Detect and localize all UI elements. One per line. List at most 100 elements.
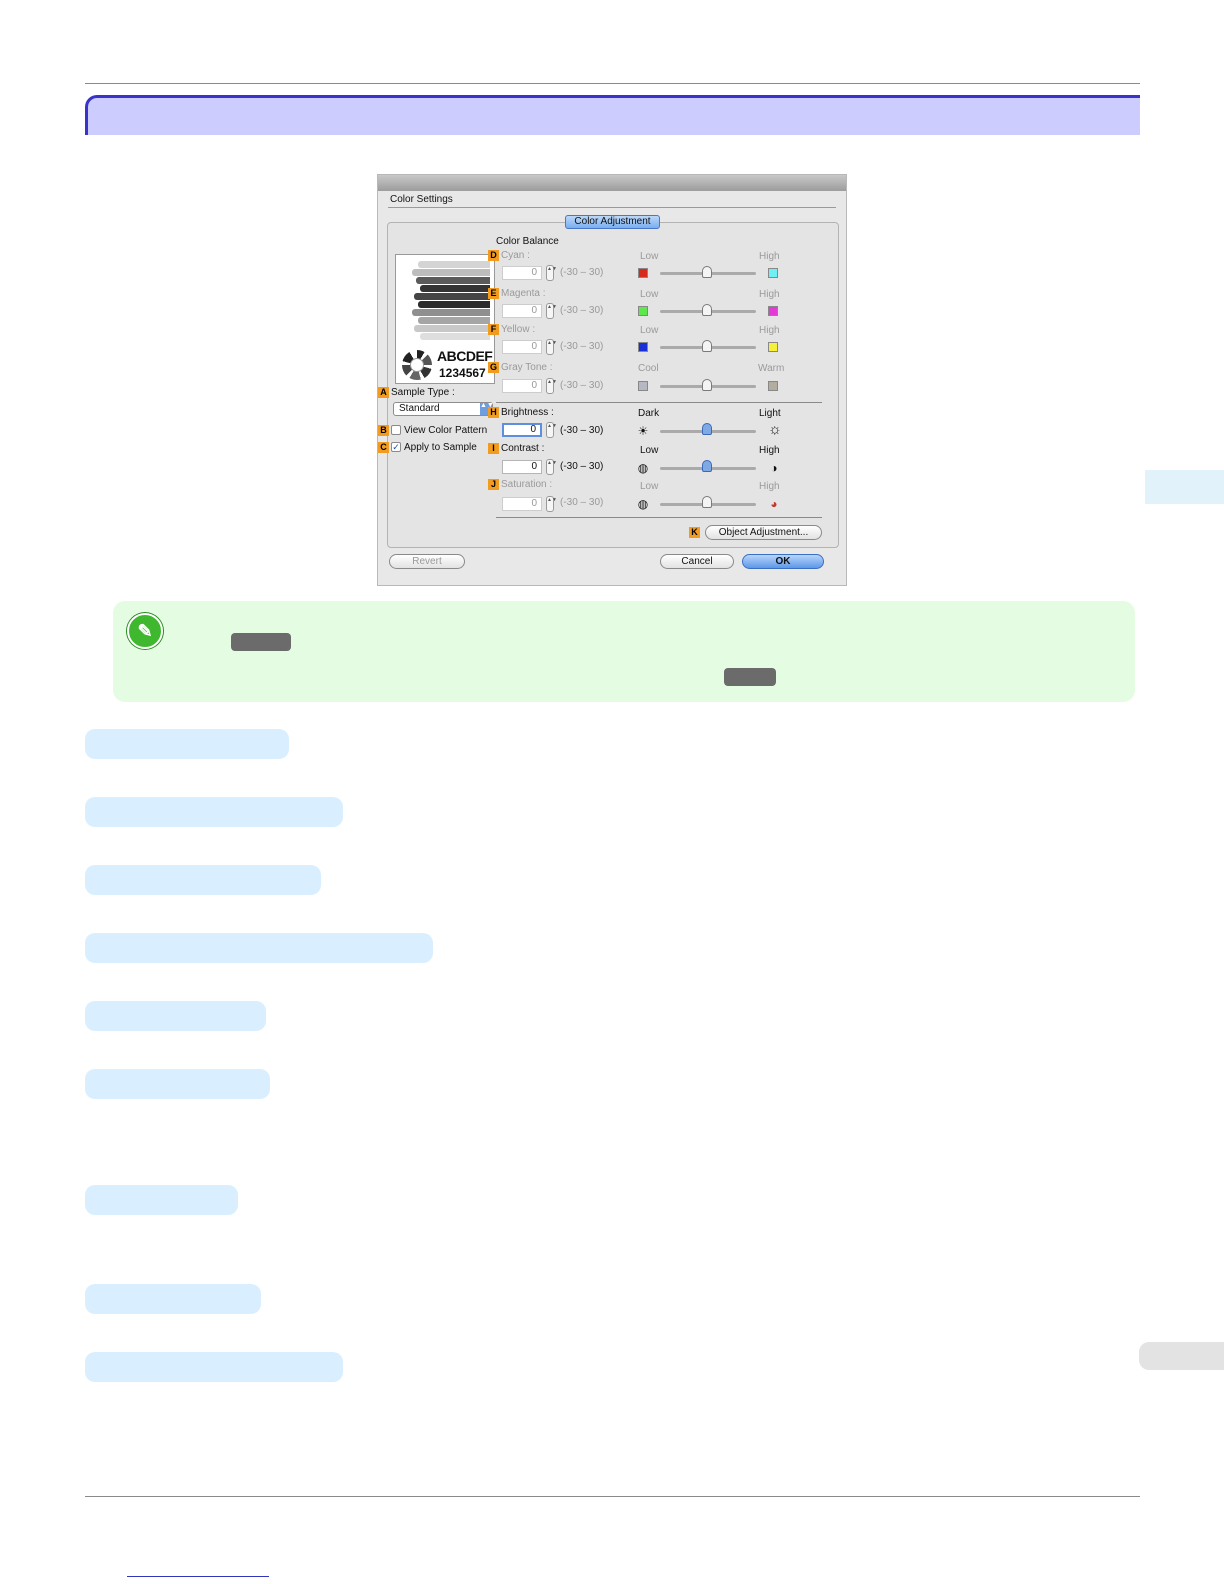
apply-to-sample-checkbox[interactable]: ✓ bbox=[391, 442, 401, 452]
contrast-high-icon: ◑ bbox=[770, 461, 778, 475]
cyan-high-swatch bbox=[768, 268, 778, 278]
brightness-stepper[interactable]: ▲▼ bbox=[546, 422, 557, 438]
footer-link-underline[interactable] bbox=[127, 1576, 269, 1577]
saturation-high-icon: ◕ bbox=[770, 497, 778, 511]
magenta-label: Magenta : bbox=[501, 288, 546, 299]
color-balance-label: Color Balance bbox=[496, 236, 559, 247]
yellow-stepper[interactable]: ▲▼ bbox=[546, 339, 557, 355]
pane-title: Color Settings bbox=[390, 194, 453, 205]
magenta-slider-knob[interactable] bbox=[702, 304, 712, 316]
gray-tone-high-label: Warm bbox=[758, 363, 785, 374]
brightness-label: Brightness : bbox=[501, 407, 554, 418]
reference-link[interactable] bbox=[231, 633, 291, 651]
pencil-graphic bbox=[412, 309, 490, 316]
gray-tone-low-label: Cool bbox=[638, 363, 659, 374]
contrast-label: Contrast : bbox=[501, 443, 545, 454]
gray-tone-stepper[interactable]: ▲▼ bbox=[546, 378, 557, 394]
cyan-label: Cyan : bbox=[501, 250, 530, 261]
sample-type-select[interactable]: Standard ▲▼ bbox=[393, 402, 494, 416]
sample-type-value: Standard bbox=[399, 403, 440, 414]
cyan-input[interactable]: 0 bbox=[502, 266, 542, 280]
saturation-high-label: High bbox=[759, 481, 780, 492]
saturation-label: Saturation : bbox=[501, 479, 553, 490]
callout-badge-j: J bbox=[488, 479, 499, 490]
contrast-high-label: High bbox=[759, 445, 780, 456]
callout-badge-i: I bbox=[488, 443, 499, 454]
tab-color-adjustment[interactable]: Color Adjustment bbox=[565, 215, 660, 229]
cyan-slider-knob[interactable] bbox=[702, 266, 712, 278]
callout-badge-d: D bbox=[488, 250, 499, 261]
gray-tone-low-swatch bbox=[638, 381, 648, 391]
yellow-input[interactable]: 0 bbox=[502, 340, 542, 354]
group-separator bbox=[496, 517, 822, 518]
item-header-bar bbox=[85, 1001, 266, 1031]
saturation-low-icon: ◍ bbox=[637, 497, 649, 511]
brightness-slider-knob[interactable] bbox=[702, 423, 712, 435]
cyan-low-swatch bbox=[638, 268, 648, 278]
saturation-low-label: Low bbox=[640, 481, 659, 492]
contrast-range: (-30 – 30) bbox=[560, 461, 604, 472]
gray-tone-input[interactable]: 0 bbox=[502, 379, 542, 393]
yellow-high-label: High bbox=[759, 325, 780, 336]
cancel-button[interactable]: Cancel bbox=[660, 554, 734, 569]
gray-tone-range: (-30 – 30) bbox=[560, 380, 604, 391]
reference-link[interactable] bbox=[724, 668, 776, 686]
callout-badge-b: B bbox=[378, 425, 389, 436]
bottom-rule bbox=[85, 1496, 1140, 1497]
magenta-high-label: High bbox=[759, 289, 780, 300]
preview-logo-number: 1234567 bbox=[439, 366, 486, 380]
pencil-graphic bbox=[414, 325, 490, 332]
pencil-graphic bbox=[414, 293, 490, 300]
pencil-graphic bbox=[418, 261, 490, 268]
magenta-low-label: Low bbox=[640, 289, 659, 300]
saturation-slider-knob[interactable] bbox=[702, 496, 712, 508]
gray-tone-slider-knob[interactable] bbox=[702, 379, 712, 391]
group-separator bbox=[496, 402, 822, 403]
top-rule bbox=[85, 83, 1140, 84]
brightness-high-label: Light bbox=[759, 408, 781, 419]
magenta-high-swatch bbox=[768, 306, 778, 316]
color-settings-dialog: Color Settings Color Adjustment ABCDEF 1… bbox=[377, 174, 847, 586]
pane-separator bbox=[388, 207, 836, 208]
side-chapter-tab[interactable] bbox=[1145, 470, 1224, 504]
revert-button[interactable]: Revert bbox=[389, 554, 465, 569]
yellow-slider-knob[interactable] bbox=[702, 340, 712, 352]
gray-tone-high-swatch bbox=[768, 381, 778, 391]
ok-button[interactable]: OK bbox=[742, 554, 824, 569]
pencil-graphic bbox=[418, 317, 490, 324]
note-box: ✎ bbox=[113, 601, 1135, 702]
callout-badge-g: G bbox=[488, 362, 499, 373]
cyan-stepper[interactable]: ▲▼ bbox=[546, 265, 557, 281]
item-header-bar bbox=[85, 1352, 343, 1382]
magenta-low-swatch bbox=[638, 306, 648, 316]
yellow-high-swatch bbox=[768, 342, 778, 352]
magenta-input[interactable]: 0 bbox=[502, 304, 542, 318]
pencil-graphic bbox=[418, 301, 490, 308]
item-header-bar bbox=[85, 729, 289, 759]
apply-to-sample-label: Apply to Sample bbox=[404, 442, 477, 453]
magenta-stepper[interactable]: ▲▼ bbox=[546, 303, 557, 319]
brightness-input[interactable]: 0 bbox=[502, 423, 542, 437]
callout-badge-h: H bbox=[488, 407, 499, 418]
saturation-input[interactable]: 0 bbox=[502, 497, 542, 511]
view-color-pattern-label: View Color Pattern bbox=[404, 425, 488, 436]
item-header-bar bbox=[85, 1185, 238, 1215]
contrast-slider-knob[interactable] bbox=[702, 460, 712, 472]
callout-badge-k: K bbox=[689, 527, 700, 538]
sun-bright-icon: ☼ bbox=[768, 421, 782, 438]
sun-dim-icon: ☀ bbox=[637, 424, 649, 438]
cyan-range: (-30 – 30) bbox=[560, 267, 604, 278]
item-header-bar bbox=[85, 865, 321, 895]
callout-badge-f: F bbox=[488, 324, 499, 335]
saturation-stepper[interactable]: ▲▼ bbox=[546, 496, 557, 512]
callout-badge-a: A bbox=[378, 387, 389, 398]
gray-tone-label: Gray Tone : bbox=[501, 362, 553, 373]
sample-type-label: Sample Type : bbox=[391, 387, 455, 398]
pencil-graphic bbox=[420, 285, 490, 292]
object-adjustment-button[interactable]: Object Adjustment... bbox=[705, 525, 822, 540]
view-color-pattern-checkbox[interactable] bbox=[391, 425, 401, 435]
contrast-input[interactable]: 0 bbox=[502, 460, 542, 474]
contrast-stepper[interactable]: ▲▼ bbox=[546, 459, 557, 475]
side-index-tab[interactable] bbox=[1139, 1342, 1224, 1370]
color-wheel-hub bbox=[410, 358, 424, 372]
